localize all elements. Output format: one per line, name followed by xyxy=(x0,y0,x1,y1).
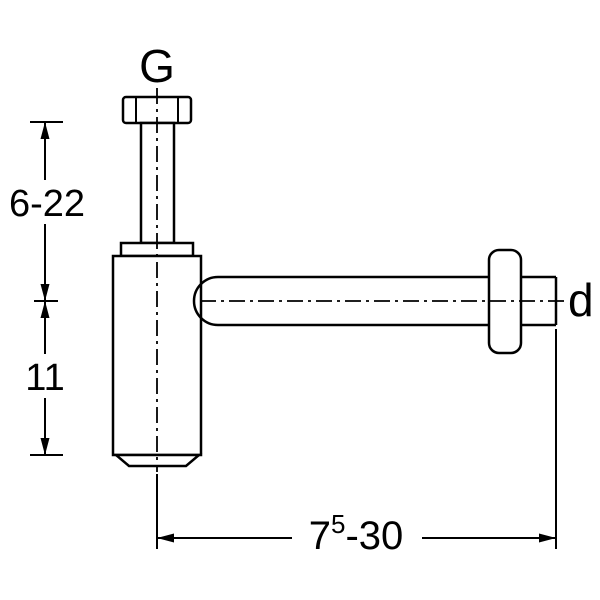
part-outline xyxy=(111,95,558,468)
dimension-bottom: 75-30 xyxy=(156,329,557,558)
arrow-left-icon xyxy=(157,533,174,543)
label-mask xyxy=(292,506,422,552)
dim-label-body-depth: 11 xyxy=(25,357,64,399)
dim-label-outlet-length: 75-30 xyxy=(309,509,404,558)
label-mask xyxy=(22,354,68,398)
arrow-down-icon xyxy=(40,438,50,455)
arrow-right-icon xyxy=(539,533,556,543)
inlet-thread-label: G xyxy=(139,40,175,92)
arrow-up-icon xyxy=(40,301,50,318)
outlet-diameter-label: d xyxy=(568,274,594,326)
trap-bottom-skirt xyxy=(112,453,203,468)
dim-label-inlet-height: 6-22 xyxy=(9,183,85,225)
label-mask xyxy=(1,180,93,224)
centerlines xyxy=(156,88,564,472)
arrow-up-icon xyxy=(40,122,50,139)
dimension-left: 6-22 11 xyxy=(1,121,93,456)
dim-outlet-superscript: 5 xyxy=(331,509,345,539)
arrow-down-icon xyxy=(40,284,50,301)
dim-outlet-rest: -30 xyxy=(345,514,403,558)
dim-outlet-base: 7 xyxy=(309,514,331,558)
outlet-boss-arc xyxy=(192,275,219,327)
